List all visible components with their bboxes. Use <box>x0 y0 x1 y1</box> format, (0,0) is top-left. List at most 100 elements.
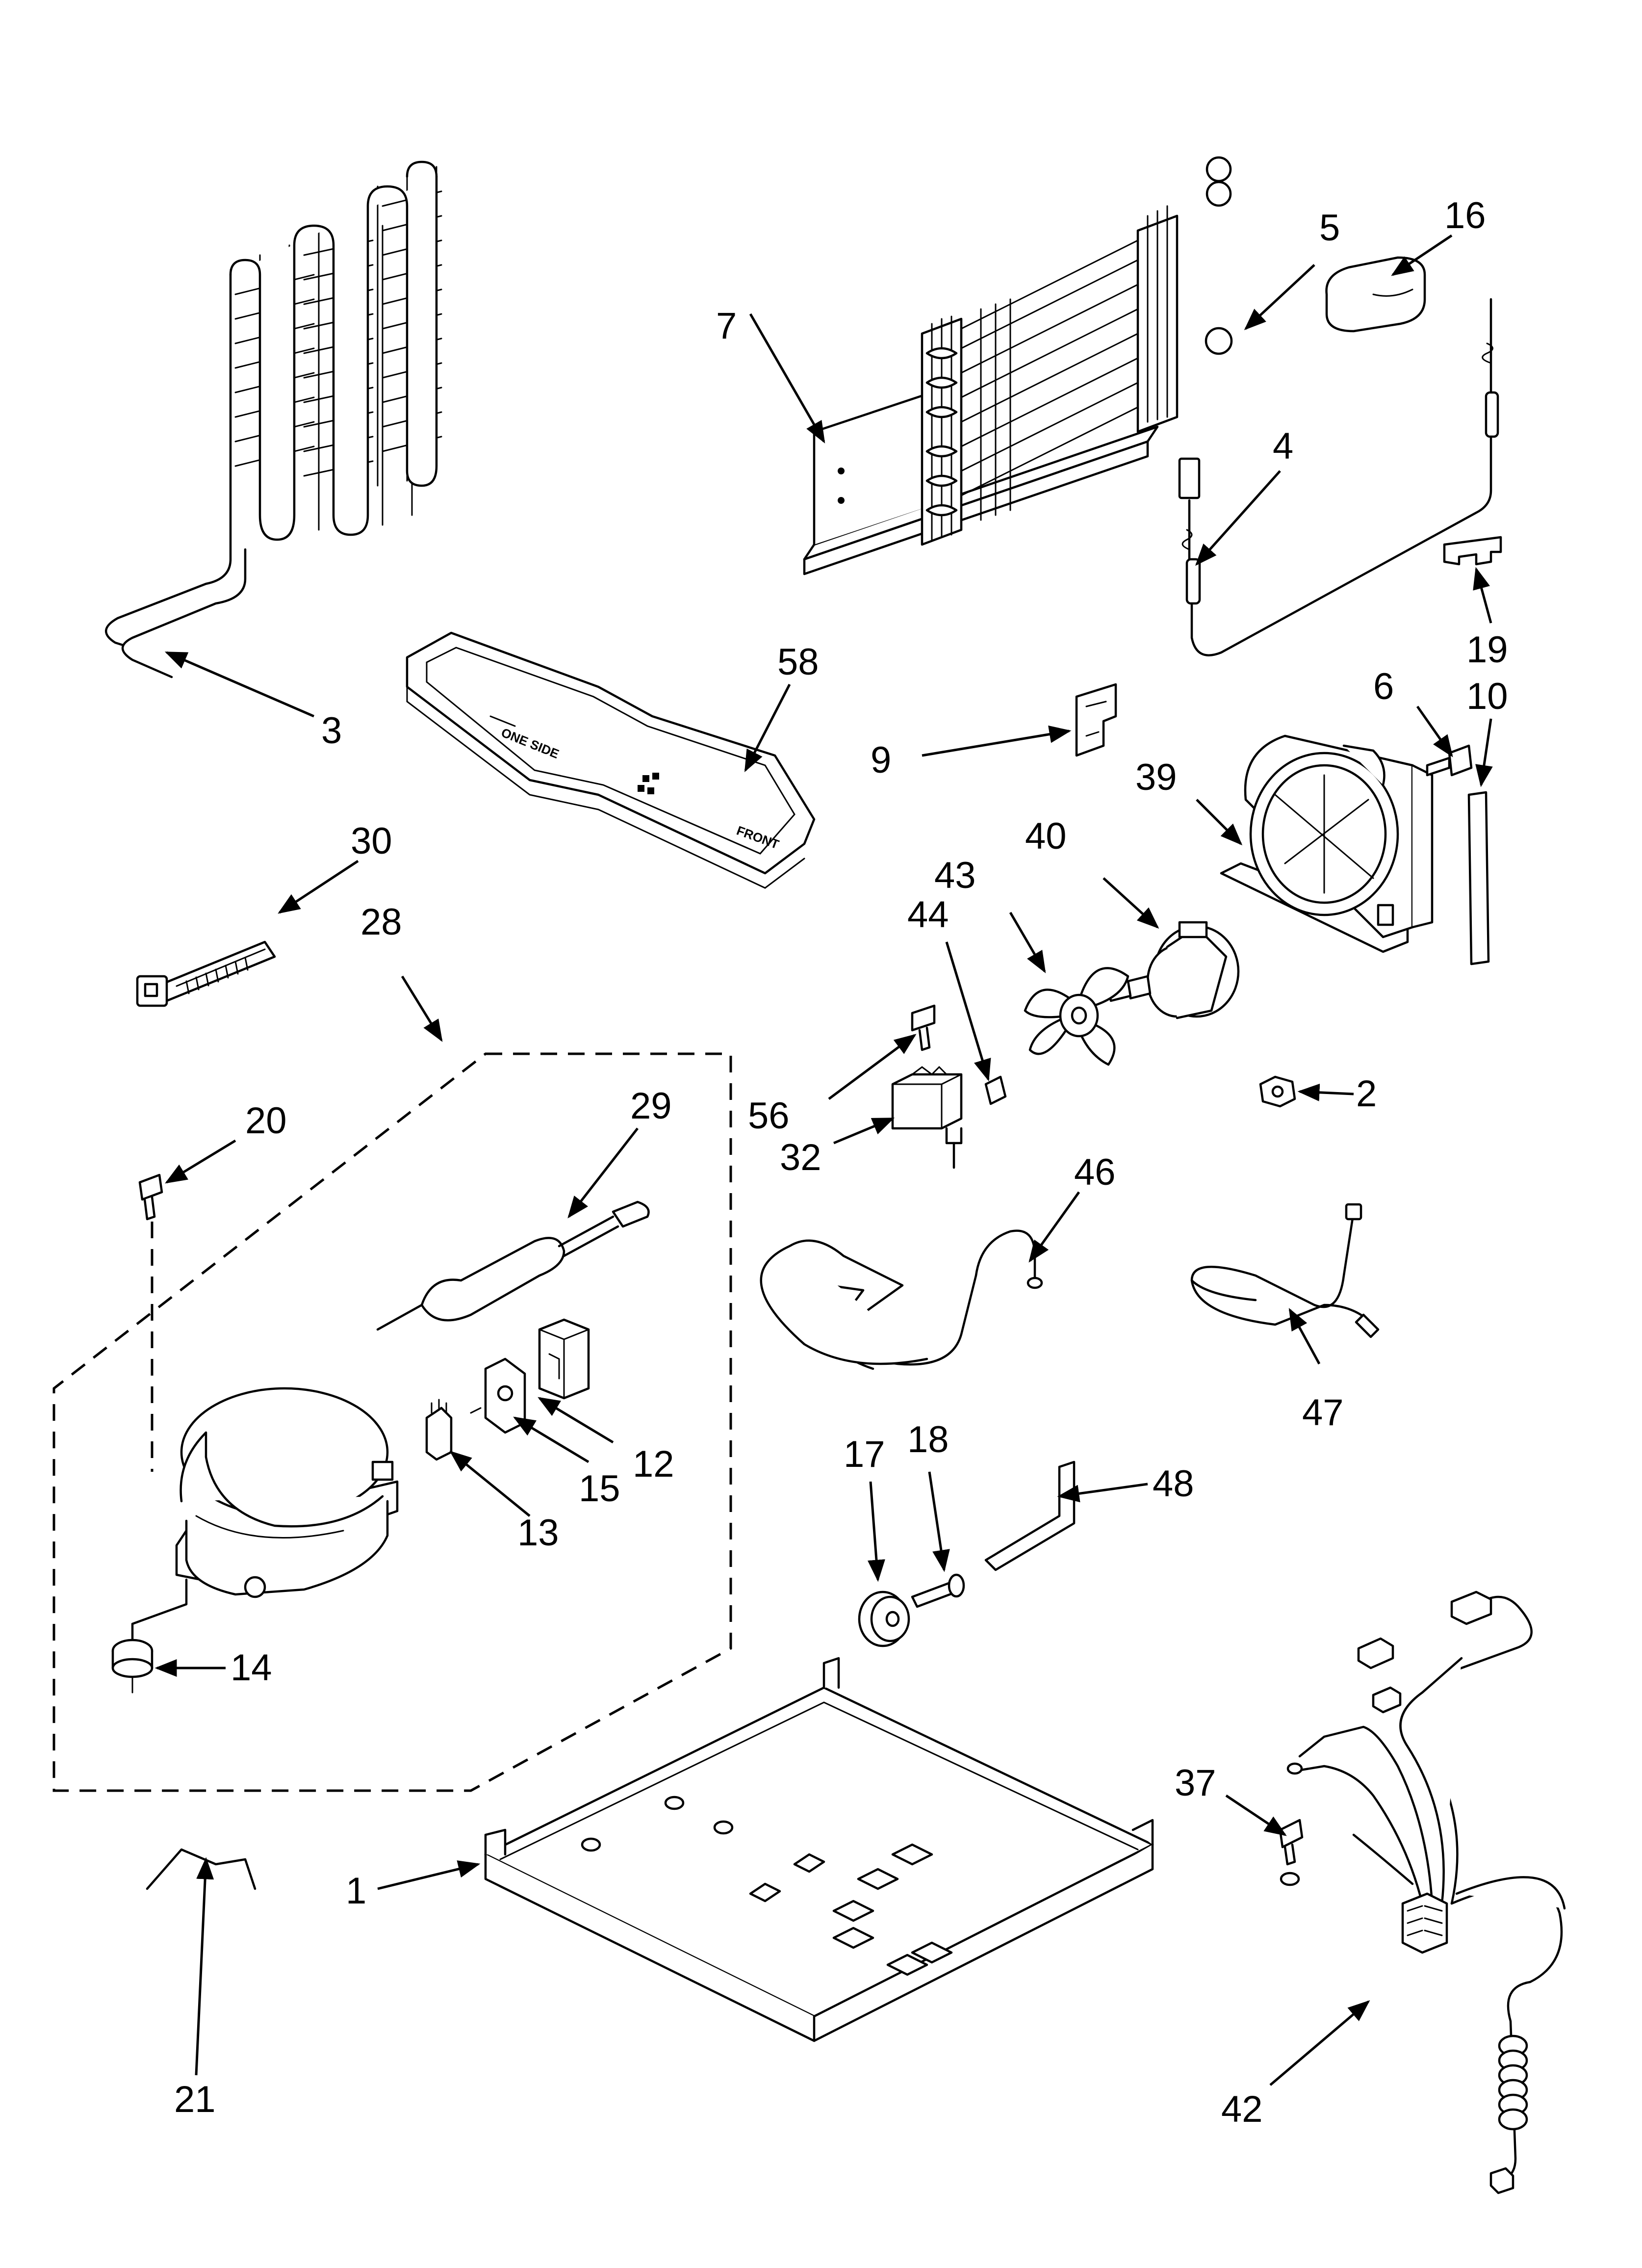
part-label-18: 18 <box>907 1419 949 1460</box>
leader-13 <box>449 1451 531 1517</box>
screw-6-drawing <box>1426 744 1473 777</box>
grommet-14-drawing <box>111 1639 154 1694</box>
part-label-39: 39 <box>1135 756 1177 798</box>
clip-44-drawing <box>984 1075 1007 1105</box>
spring-clip-21-drawing <box>146 1848 257 1890</box>
leader-lines <box>154 234 1493 2086</box>
leader-1 <box>377 1860 481 1890</box>
compressor-drawing <box>131 1387 399 1650</box>
leader-29 <box>567 1127 639 1219</box>
part-label-5: 5 <box>1319 207 1340 249</box>
overload-29-drawing <box>376 1200 650 1331</box>
leader-48 <box>1057 1483 1148 1503</box>
screw-37-drawing <box>1279 1819 1304 1886</box>
leader-46 <box>1028 1191 1080 1263</box>
capacitor-32-drawing <box>891 1066 963 1169</box>
leader-44 <box>945 941 991 1082</box>
leader-32 <box>833 1117 895 1145</box>
part-labels: 7 5 16 4 19 3 58 9 6 10 39 30 40 43 44 2… <box>174 195 1508 2130</box>
leader-43 <box>1009 912 1046 973</box>
part-label-19: 19 <box>1466 629 1508 671</box>
part-label-12: 12 <box>633 1443 674 1485</box>
part-label-9: 9 <box>871 739 891 781</box>
fan-shroud-drawing <box>1220 734 1434 953</box>
leader-9 <box>922 725 1072 757</box>
leader-15 <box>513 1416 590 1463</box>
wire-harness-42-drawing <box>1286 1590 1566 2194</box>
leader-56 <box>828 1034 917 1100</box>
part-label-58: 58 <box>777 641 819 683</box>
part-label-29: 29 <box>630 1085 672 1127</box>
part-label-40: 40 <box>1025 815 1067 857</box>
part-label-4: 4 <box>1273 425 1293 467</box>
screw-56-drawing <box>911 1004 936 1051</box>
part-label-48: 48 <box>1153 1463 1194 1505</box>
part-label-6: 6 <box>1373 666 1394 707</box>
leader-6 <box>1416 705 1453 757</box>
terminal-13-drawing <box>425 1399 453 1461</box>
leader-2 <box>1297 1083 1354 1101</box>
part-label-14: 14 <box>231 1647 272 1689</box>
part-label-20: 20 <box>245 1100 287 1142</box>
leader-3 <box>164 651 314 718</box>
foam-strip-drawing <box>1467 791 1490 965</box>
relay-15-drawing <box>470 1357 526 1434</box>
part-label-56: 56 <box>748 1095 790 1137</box>
tray-squares-marking <box>638 773 659 794</box>
leader-42 <box>1269 2000 1370 2086</box>
small-bracket-drawing <box>1075 683 1117 757</box>
part-label-44: 44 <box>907 894 949 936</box>
leader-12 <box>538 1397 614 1444</box>
leader-28 <box>401 975 443 1042</box>
part-label-15: 15 <box>579 1468 620 1510</box>
leader-40 <box>1103 877 1159 929</box>
part-label-28: 28 <box>360 901 402 943</box>
leader-5 <box>1244 264 1315 331</box>
part-label-1: 1 <box>346 1870 366 1912</box>
part-label-2: 2 <box>1356 1073 1377 1115</box>
cover-12-drawing <box>538 1318 590 1400</box>
fan-motor-drawing <box>1107 921 1240 1019</box>
part-label-7: 7 <box>716 305 737 347</box>
part-label-13: 13 <box>517 1512 559 1554</box>
part-label-47: 47 <box>1302 1392 1344 1434</box>
part-label-37: 37 <box>1175 1762 1216 1804</box>
part-label-43: 43 <box>934 855 976 896</box>
leader-7 <box>749 313 825 443</box>
leader-21 <box>195 1857 214 2076</box>
fan-blade-drawing <box>1024 967 1129 1066</box>
part-label-21: 21 <box>174 2079 216 2120</box>
leader-39 <box>1196 799 1243 846</box>
leader-16 <box>1391 234 1453 276</box>
screw-20-drawing <box>138 1173 163 1472</box>
bushing-2-drawing <box>1259 1075 1296 1108</box>
part-label-32: 32 <box>780 1137 821 1178</box>
evaporator-drawing <box>803 156 1233 575</box>
part-label-30: 30 <box>351 820 392 862</box>
axle-pin-18-drawing <box>911 1573 965 1608</box>
leader-30 <box>278 860 359 914</box>
coiled-wire <box>1498 2034 1528 2131</box>
cable-tie-drawing <box>136 940 276 1007</box>
part-label-17: 17 <box>844 1434 885 1475</box>
part-label-3: 3 <box>321 710 342 752</box>
part-label-10: 10 <box>1466 676 1508 717</box>
base-plate-drawing <box>484 1657 1154 2042</box>
leader-18 <box>928 1471 950 1572</box>
leader-10 <box>1475 718 1493 787</box>
compressor-kit-boundary <box>52 1052 732 1792</box>
drain-tube-46-drawing <box>760 1229 1043 1370</box>
part-label-16: 16 <box>1444 195 1486 236</box>
clip-drawing <box>1443 536 1502 566</box>
cap-drawing <box>1325 256 1426 333</box>
leader-17 <box>868 1481 885 1582</box>
leader-58 <box>744 683 791 773</box>
leader-4 <box>1195 470 1281 566</box>
roller-17-drawing <box>858 1590 910 1647</box>
leader-20 <box>165 1139 236 1184</box>
tube-48-drawing <box>984 1460 1076 1571</box>
condenser-coil-drawing <box>105 160 442 678</box>
part-label-46: 46 <box>1074 1151 1116 1193</box>
